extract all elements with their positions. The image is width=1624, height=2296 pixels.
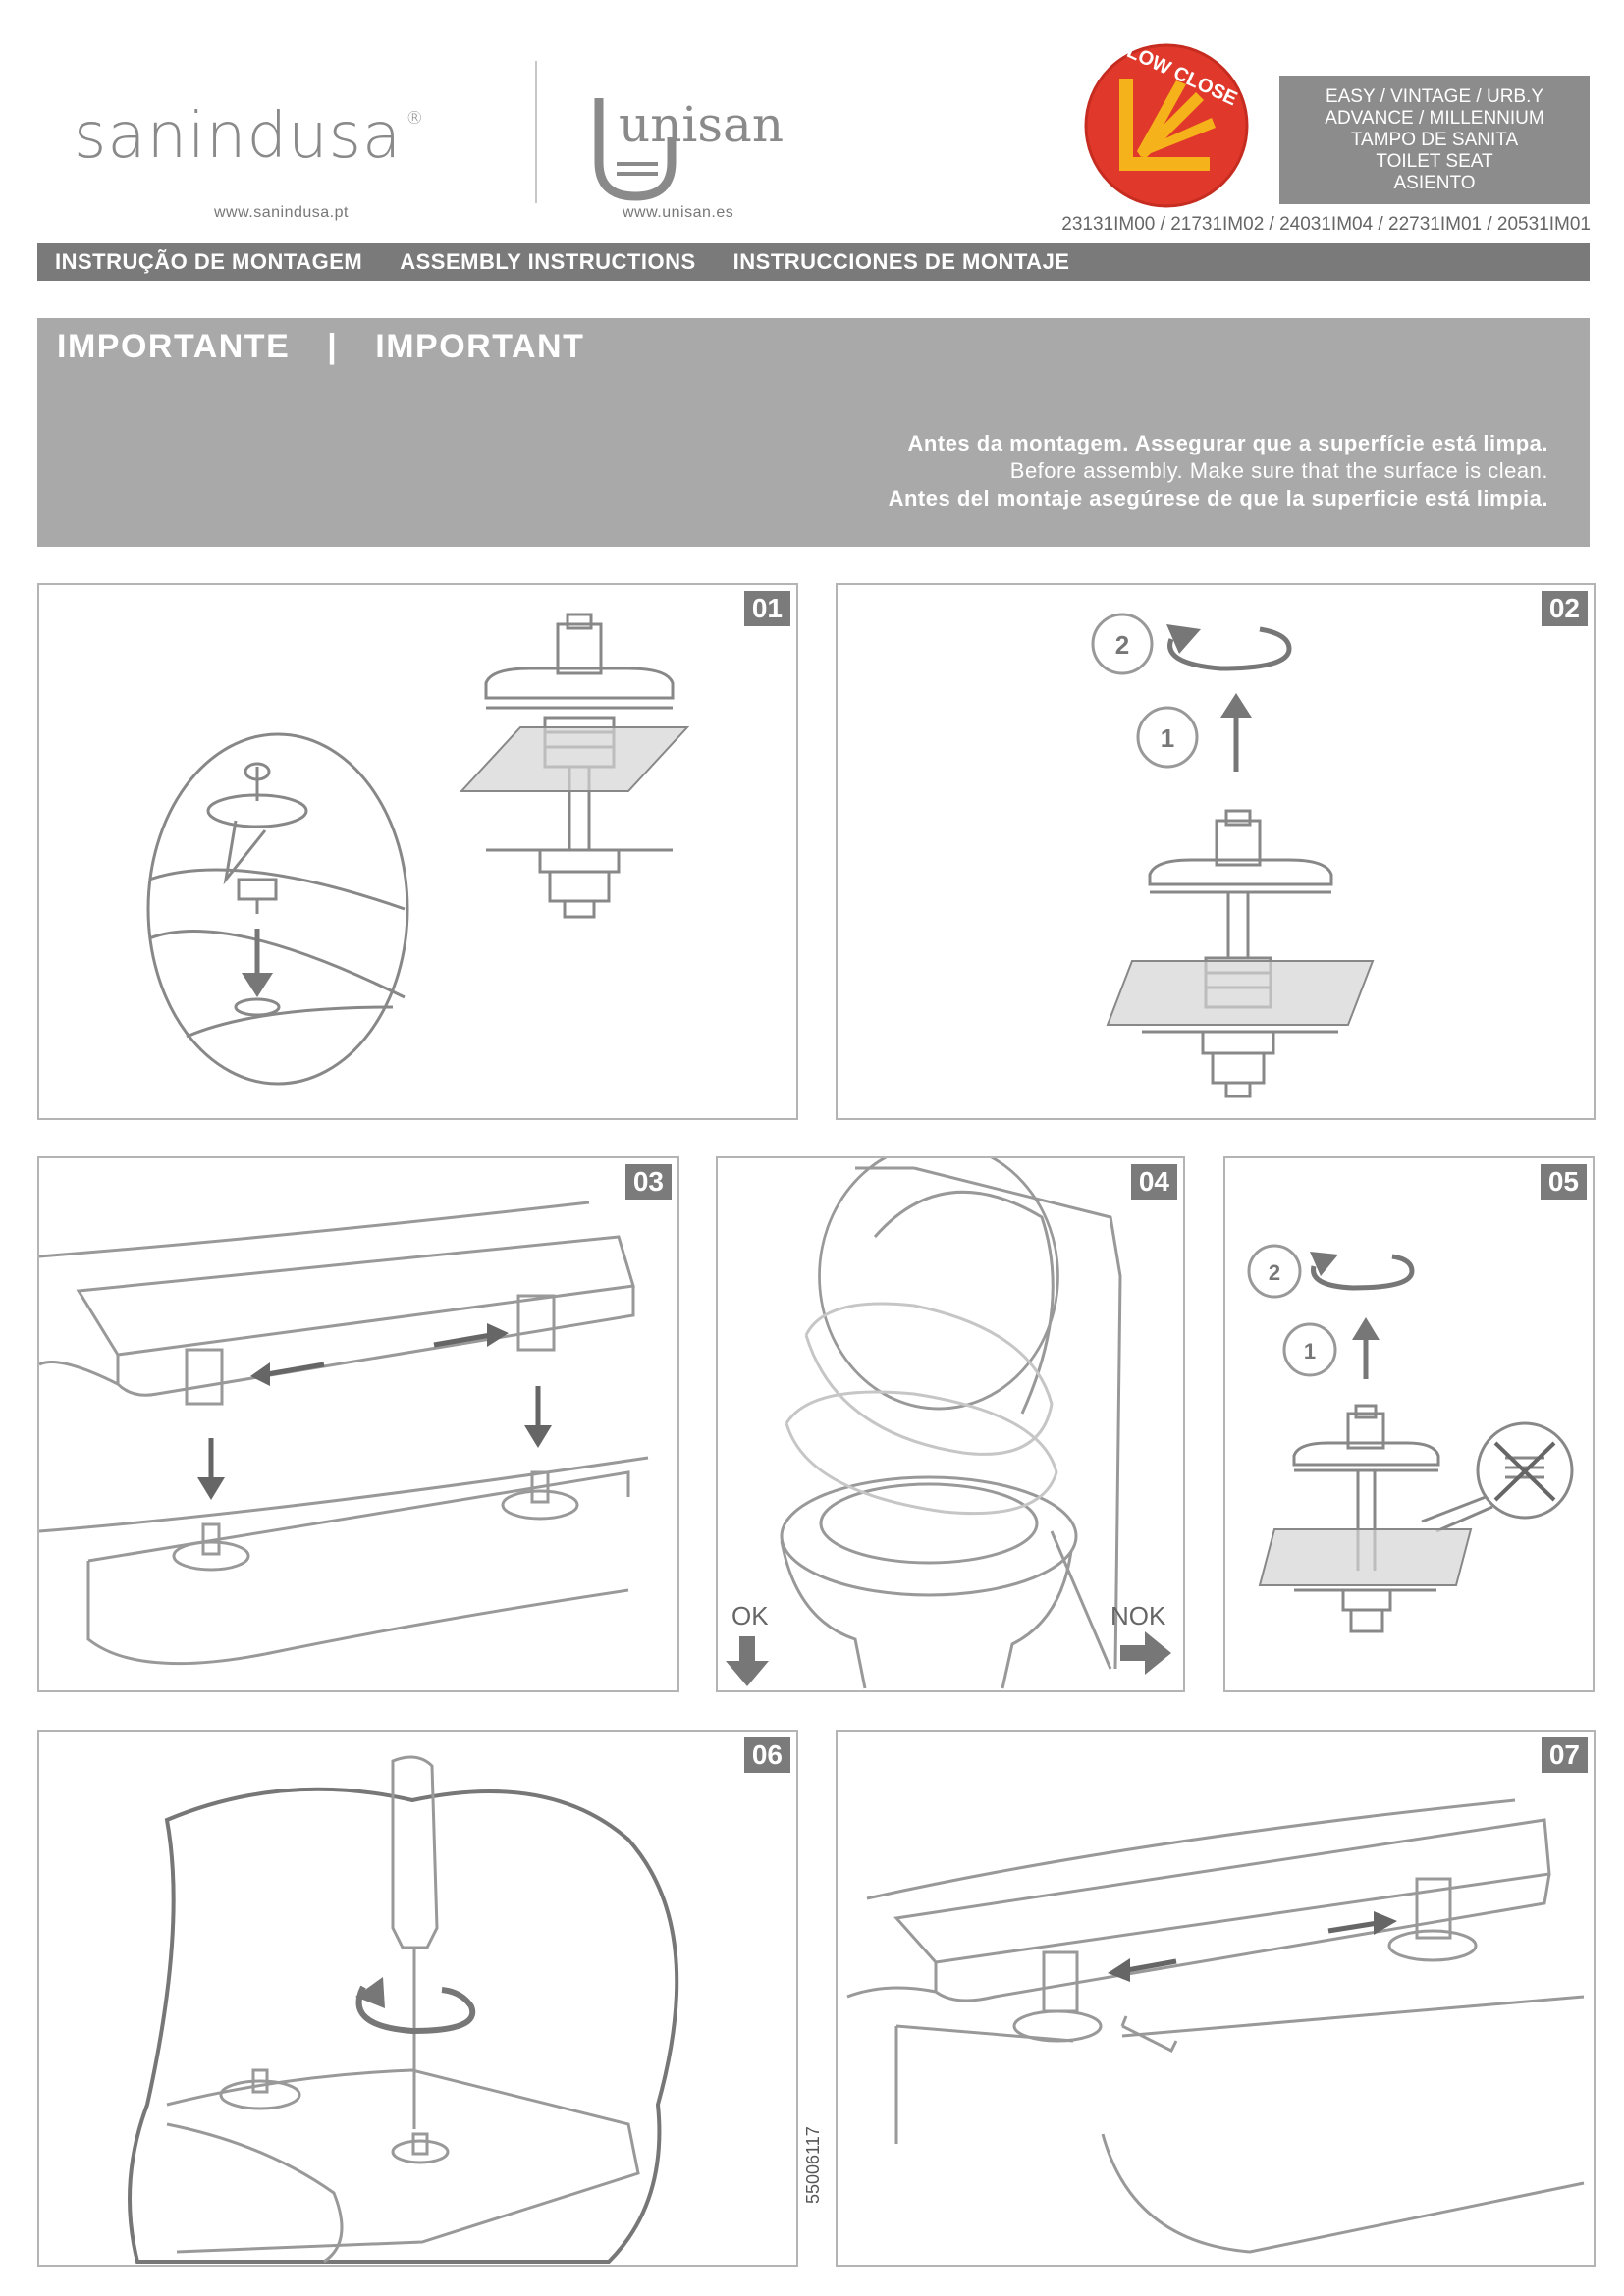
logo-divider	[535, 61, 537, 203]
important-line-es: Antes del montaje asegúrese de que la su…	[888, 486, 1548, 510]
mark-2: 2	[1269, 1260, 1280, 1285]
product-codes: 23131IM00 / 21731IM02 / 24031IM04 / 2273…	[1061, 214, 1591, 235]
nok-label: NOK	[1110, 1601, 1166, 1630]
important-box: IMPORTANTE | IMPORTANT Antes da montagem. …	[37, 318, 1590, 547]
title-en: ASSEMBLY INSTRUCTIONS	[400, 249, 696, 274]
step-number: 04	[1130, 1164, 1177, 1200]
step-number: 02	[1541, 591, 1588, 626]
step-number: 05	[1540, 1164, 1587, 1200]
important-title-pt: IMPORTANTE	[57, 328, 291, 365]
step-01-panel: 01	[37, 583, 798, 1120]
important-title-en: IMPORTANT	[375, 328, 585, 365]
unisan-url: www.unisan.es	[623, 204, 734, 221]
sanindusa-url: www.sanindusa.pt	[214, 204, 349, 221]
ok-label: OK	[731, 1601, 769, 1630]
step-number: 07	[1541, 1737, 1588, 1773]
step-06-illustration	[128, 1755, 679, 2264]
important-line-pt: Antes da montagem. Assegurar que a super…	[907, 431, 1548, 455]
unisan-logo: unisan	[619, 96, 785, 153]
step-07-panel: 07	[836, 1730, 1596, 2267]
step-04-panel: 04 OK NOK	[716, 1156, 1185, 1692]
model-line: ASIENTO	[1393, 172, 1476, 193]
title-es: INSTRUCCIONES DE MONTAJE	[732, 249, 1070, 274]
step-03-illustration	[39, 1201, 649, 1666]
model-line: TOILET SEAT	[1376, 150, 1493, 172]
model-line: EASY / VINTAGE / URB.Y	[1325, 85, 1544, 107]
step-03-panel: 03	[37, 1156, 679, 1692]
important-lines: Antes da montagem. Assegurar que a super…	[889, 430, 1548, 512]
mark-2: 2	[1115, 630, 1129, 660]
slow-close-badge-icon: SLOW CLOSE	[1084, 41, 1249, 208]
title-bar: INSTRUÇÃO DE MONTAGEM ASSEMBLY INSTRUCTI…	[37, 243, 1590, 281]
important-line-en: Before assembly. Make sure that the surf…	[1009, 458, 1548, 483]
sanindusa-logo: sanindusa®	[74, 100, 425, 173]
model-line: TAMPO DE SANITA	[1350, 129, 1519, 150]
step-number: 03	[624, 1164, 672, 1200]
step-05-panel: 05 2 1	[1223, 1156, 1595, 1692]
mark-1: 1	[1304, 1339, 1316, 1363]
step-number: 01	[743, 591, 790, 626]
step-06-panel: 06	[37, 1730, 798, 2267]
step-07-illustration	[846, 1798, 1585, 2254]
unisan-emblem-icon	[594, 98, 677, 201]
step-01-illustration	[146, 613, 690, 1086]
title-pt: INSTRUÇÃO DE MONTAGEM	[55, 249, 363, 274]
step-02-panel: 02 2 1	[836, 583, 1596, 1120]
important-heading: IMPORTANTE | IMPORTANT	[57, 328, 584, 366]
step-02-illustration: 2 1	[1091, 613, 1375, 1098]
document-number: 55006117	[803, 2126, 823, 2204]
model-line: ADVANCE / MILLENNIUM	[1325, 107, 1544, 129]
step-05-illustration: 2 1	[1247, 1244, 1574, 1633]
step-number: 06	[743, 1737, 790, 1773]
step-04-illustration: OK NOK	[726, 1158, 1171, 1689]
mark-1: 1	[1161, 723, 1174, 753]
important-separator: |	[327, 328, 339, 365]
models-box: EASY / VINTAGE / URB.Y ADVANCE / MILLENN…	[1279, 76, 1590, 204]
